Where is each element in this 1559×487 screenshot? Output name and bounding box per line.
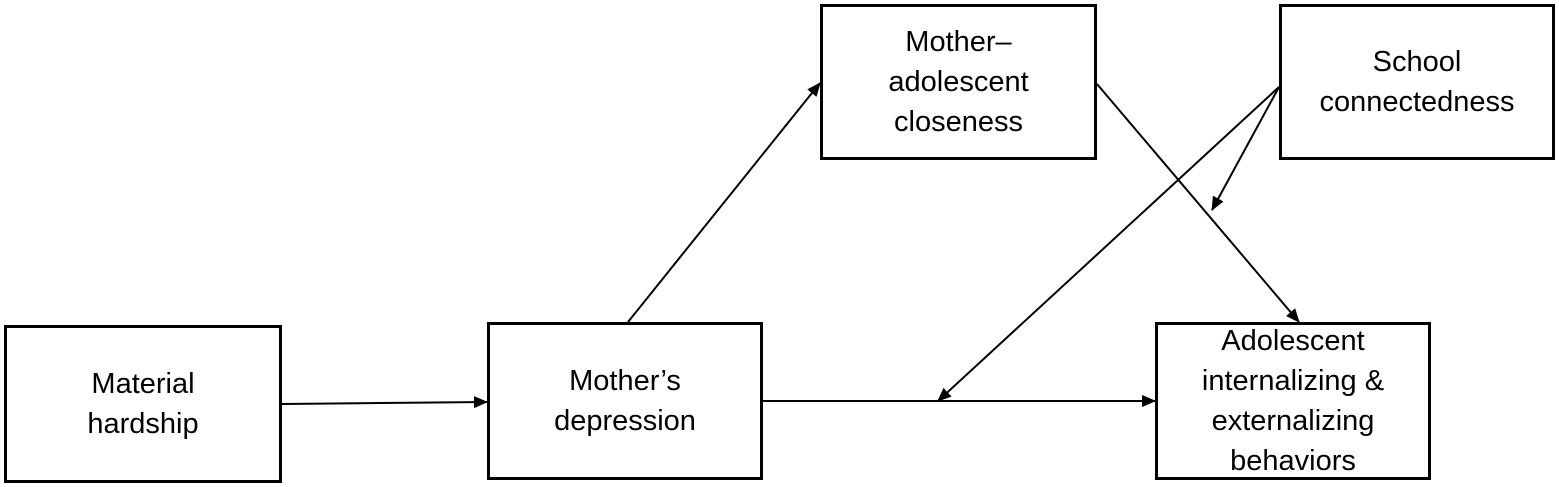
node-school-connectedness-label: School connectedness bbox=[1319, 46, 1515, 118]
node-adolescent-behaviors: Adolescent internalizing & externalizing… bbox=[1155, 322, 1431, 480]
node-adolescent-behaviors-label: Adolescent internalizing & externalizing… bbox=[1201, 325, 1385, 477]
node-mothers-depression: Mother’s depression bbox=[487, 322, 763, 480]
arrow-closeness-to-behaviors bbox=[1096, 83, 1300, 323]
arrow-school-moderates-closeness-path bbox=[1211, 86, 1280, 211]
arrow-hardship-to-depression bbox=[281, 396, 488, 409]
node-mother-adolescent-closeness: Mother– adolescent closeness bbox=[820, 4, 1097, 160]
node-mothers-depression-label: Mother’s depression bbox=[554, 365, 696, 437]
node-material-hardship: Material hardship bbox=[4, 325, 282, 483]
node-mother-adolescent-closeness-label: Mother– adolescent closeness bbox=[888, 26, 1029, 138]
arrow-depression-to-closeness bbox=[627, 82, 821, 323]
node-school-connectedness: School connectedness bbox=[1279, 4, 1555, 160]
arrow-school-moderates-depression-path bbox=[937, 86, 1280, 402]
node-material-hardship-label: Material hardship bbox=[87, 368, 199, 440]
